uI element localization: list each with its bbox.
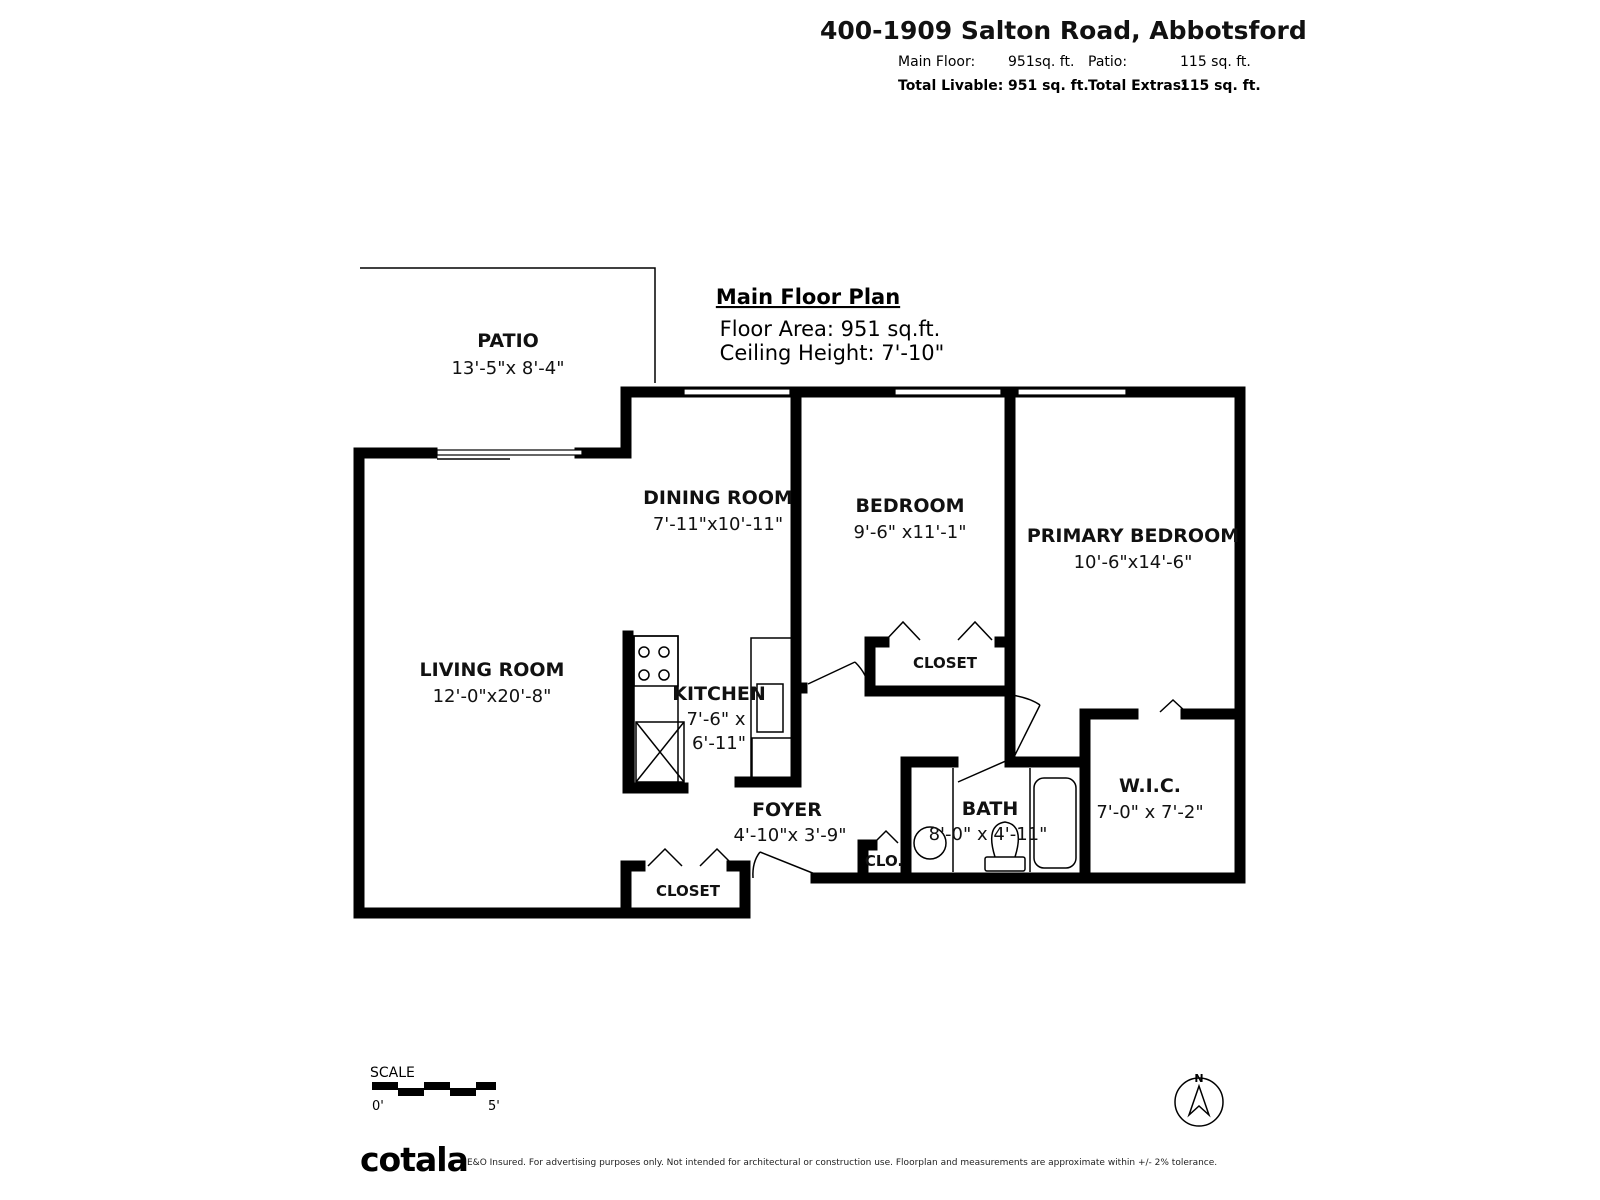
main-floor-label: Main Floor: xyxy=(898,54,976,70)
bathtub-icon xyxy=(1033,777,1077,869)
doors[interactable] xyxy=(752,661,1041,879)
walls xyxy=(353,386,1246,919)
dishwasher-icon xyxy=(751,737,793,779)
window xyxy=(1017,388,1127,396)
room-dims-foyer: 4'-10"x 3'-9" xyxy=(733,825,846,846)
scale-label: SCALE xyxy=(370,1065,415,1081)
room-name-wic: W.I.C. xyxy=(1119,775,1181,797)
total-extras-label: Total Extras: xyxy=(1088,78,1187,94)
window xyxy=(894,388,1002,396)
bath-fixtures xyxy=(913,768,1077,872)
window xyxy=(683,388,791,396)
room-dims-patio: 13'-5"x 8'-4" xyxy=(451,358,564,379)
room-name-patio: PATIO xyxy=(477,330,539,352)
address-title: 400-1909 Salton Road, Abbotsford xyxy=(820,16,1307,45)
main-floor-value: 951sq. ft. xyxy=(1008,54,1075,70)
scale-start: 0' xyxy=(372,1099,384,1114)
toilet-icon xyxy=(984,856,1026,872)
room-dims-living: 12'-0"x20'-8" xyxy=(433,686,552,707)
total-livable-value: 951 sq. ft. xyxy=(1008,78,1089,94)
room-dims-bedroom: 9'-6" x11'-1" xyxy=(853,522,966,543)
sliding-door[interactable] xyxy=(436,449,583,460)
room-name-bedroom-closet: CLOSET xyxy=(913,654,978,672)
patio-railing xyxy=(360,267,656,383)
room-name-living: LIVING ROOM xyxy=(420,659,565,681)
kitchen-fixtures xyxy=(633,635,794,789)
stove-icon xyxy=(633,635,679,687)
sink-icon xyxy=(756,683,784,733)
room-name-bath: BATH xyxy=(962,798,1019,820)
scale-bar xyxy=(372,1082,496,1096)
cotala-logo: cotala xyxy=(360,1140,469,1179)
north-arrow-icon xyxy=(1174,1077,1224,1127)
room-name-foyer: FOYER xyxy=(752,799,822,821)
room-name-primary: PRIMARY BEDROOM xyxy=(1027,525,1239,547)
room-name-bedroom: BEDROOM xyxy=(855,495,964,517)
total-livable-label: Total Livable: xyxy=(898,78,1004,94)
floor-area: Floor Area: 951 sq.ft. xyxy=(720,317,941,341)
room-name-kitchen: KITCHEN xyxy=(672,683,765,705)
room-dims-dining: 7'-11"x10'-11" xyxy=(653,514,783,535)
room-name-dining: DINING ROOM xyxy=(643,487,793,509)
room-dims-primary: 10'-6"x14'-6" xyxy=(1074,552,1193,573)
room-dims-kitchen-2: 6'-11" xyxy=(692,733,746,754)
room-dims-wic: 7'-0" x 7'-2" xyxy=(1096,802,1203,823)
plan-title: Main Floor Plan xyxy=(716,285,900,309)
compass-north-label: N xyxy=(1194,1072,1203,1085)
sink-icon xyxy=(913,826,947,860)
scale-end: 5' xyxy=(488,1099,500,1114)
ceiling-height: Ceiling Height: 7'-10" xyxy=(720,341,945,365)
patio-label: Patio: xyxy=(1088,54,1128,70)
room-dims-kitchen-1: 7'-6" x xyxy=(686,709,745,730)
room-name-front-closet: CLOSET xyxy=(656,882,721,900)
room-dims-bath: 8'-0" x 4'-11" xyxy=(929,824,1048,845)
fridge-icon xyxy=(635,721,685,783)
patio-value: 115 sq. ft. xyxy=(1180,54,1251,70)
disclaimer: E&O Insured. For advertising purposes on… xyxy=(467,1158,1218,1168)
total-extras-value: 115 sq. ft. xyxy=(1180,78,1261,94)
room-name-clo: CLO. xyxy=(865,852,903,870)
bifold-doors[interactable] xyxy=(647,620,1187,867)
